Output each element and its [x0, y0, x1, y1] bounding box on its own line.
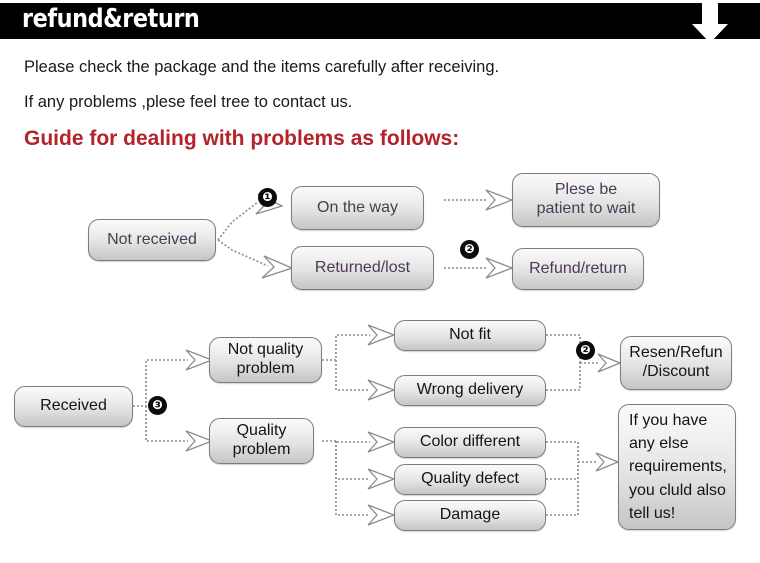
box-label: Quality defect	[421, 470, 519, 488]
box-wrong-delivery[interactable]: Wrong delivery	[394, 375, 546, 406]
box-label-line4: you cluld also	[629, 481, 726, 499]
box-label: Refund/return	[529, 259, 627, 277]
step-marker-two-top: ❷	[460, 240, 479, 259]
box-not-quality-problem[interactable]: Not quality problem	[209, 337, 322, 383]
box-label-line2: any else	[629, 435, 689, 453]
box-plese-be-patient[interactable]: Plese be patient to wait	[512, 173, 660, 227]
box-not-received[interactable]: Not received	[88, 219, 216, 261]
box-color-different[interactable]: Color different	[394, 427, 546, 458]
box-label: Received	[40, 397, 107, 415]
box-label-line1: Resen/Refun	[629, 344, 723, 362]
box-on-the-way[interactable]: On the way	[291, 186, 424, 230]
header-bar	[0, 3, 760, 39]
box-label: Returned/lost	[314, 258, 411, 276]
box-resend-refund-discount[interactable]: Resen/Refun /Discount	[620, 336, 732, 390]
box-not-fit[interactable]: Not fit	[394, 320, 546, 351]
box-any-else-requirements[interactable]: If you have any else requirements, you c…	[618, 404, 736, 530]
box-label: Color different	[419, 433, 521, 451]
box-label: Not fit	[449, 326, 491, 344]
down-arrow-icon	[692, 2, 728, 43]
box-label-line2: /Discount	[642, 363, 710, 380]
box-label-line1: Quality	[236, 422, 287, 440]
box-label-line3: requirements,	[629, 458, 727, 476]
box-label: Damage	[439, 506, 501, 524]
box-label-line2: problem	[232, 441, 291, 458]
guide-heading: Guide for dealing with problems as follo…	[24, 127, 460, 150]
box-damage[interactable]: Damage	[394, 500, 546, 531]
step-marker-one: ❶	[258, 188, 277, 207]
box-quality-problem[interactable]: Quality problem	[209, 418, 314, 464]
box-label-line1: Not quality	[227, 341, 304, 359]
box-label: Not received	[107, 230, 197, 248]
box-quality-defect[interactable]: Quality defect	[394, 464, 546, 495]
box-returned-lost[interactable]: Returned/lost	[291, 246, 434, 290]
box-label-line5: tell us!	[629, 504, 676, 522]
box-label-line2: patient to wait	[536, 200, 636, 217]
box-received[interactable]: Received	[14, 386, 133, 427]
intro-line-2: If any problems ,plese feel tree to cont…	[24, 93, 353, 111]
box-label: Wrong delivery	[416, 381, 524, 399]
box-label-line1: Plese be	[554, 181, 618, 199]
page-title: refund&return	[22, 4, 200, 34]
box-refund-return[interactable]: Refund/return	[512, 248, 644, 290]
step-marker-three: ❸	[148, 396, 167, 415]
box-label-line1: If you have	[629, 412, 708, 430]
box-label: On the way	[317, 198, 398, 216]
step-marker-two-bottom: ❷	[576, 341, 595, 360]
intro-line-1: Please check the package and the items c…	[24, 58, 500, 76]
box-label-line2: problem	[236, 360, 295, 377]
